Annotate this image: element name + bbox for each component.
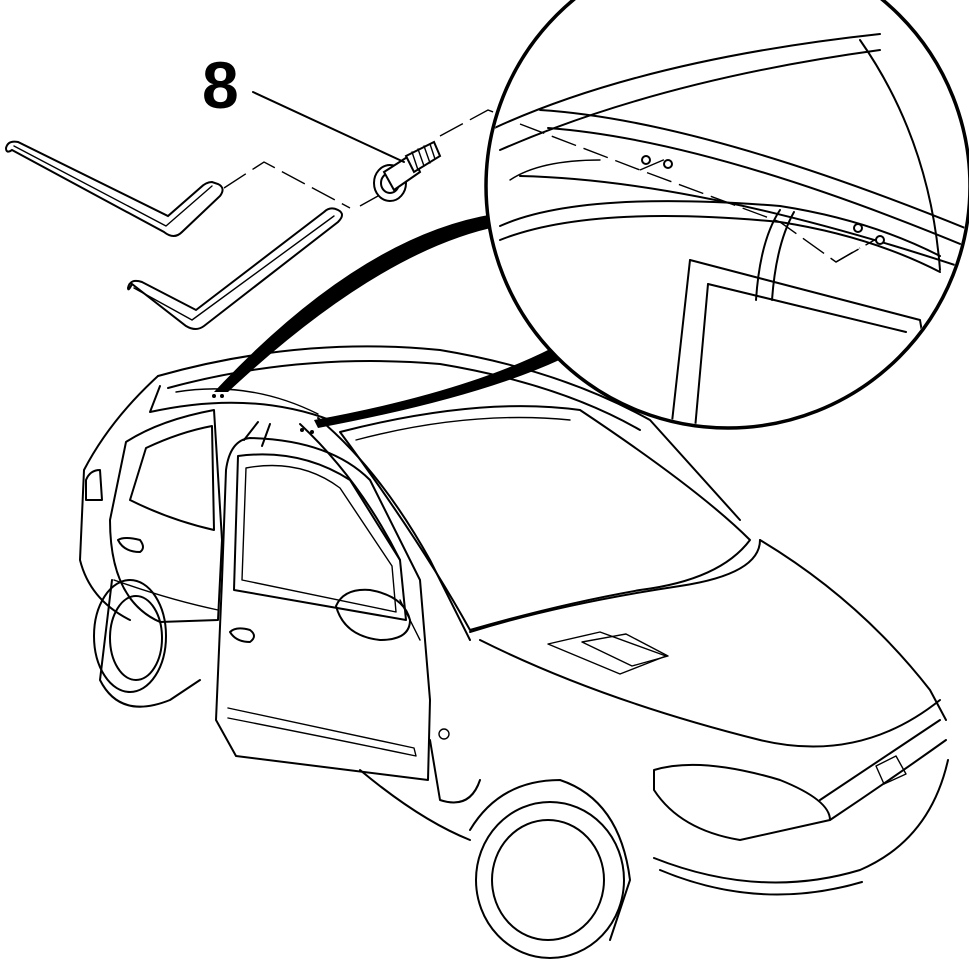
detail-magnifier <box>214 0 969 430</box>
car-body <box>79 345 949 959</box>
assembly-line-keys <box>223 161 351 209</box>
callout-leader <box>252 91 405 163</box>
bolt <box>373 140 442 202</box>
hex-key-lower <box>126 207 343 330</box>
assembly-line-bolt <box>359 195 379 207</box>
hex-key-upper <box>4 140 224 237</box>
callout-label-8: 8 <box>202 48 239 122</box>
